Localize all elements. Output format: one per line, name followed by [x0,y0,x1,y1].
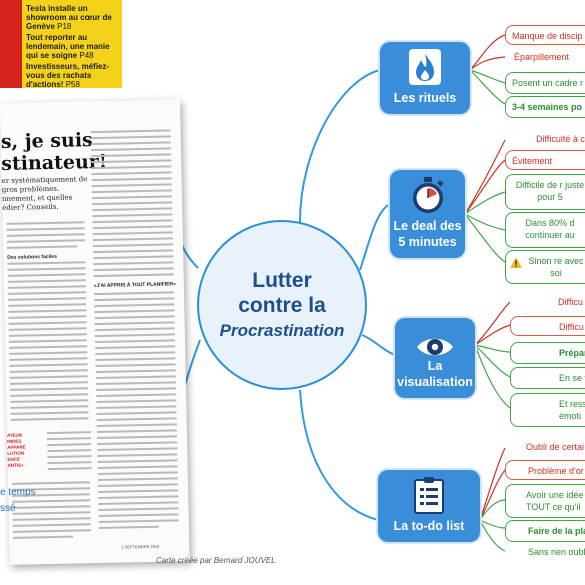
leaf-todo-4: Faire de la pla [505,520,585,542]
central-topic-line3: Procrastination [219,320,345,340]
left-fragment-2: ssé [0,503,16,514]
topic-visualisation-label: La visualisation [397,359,473,389]
leaf-todo-2: Problème d'or [505,460,585,480]
checklist-icon [414,477,444,514]
topic-visualisation[interactable]: La visualisation [395,318,475,398]
central-topic: Lutter contre la Procrastination [197,220,367,390]
branch-todo [299,389,379,521]
magazine-red-band [0,0,22,88]
magazine-teaser-2: Tout reporter au lendemain, une manie qu… [26,33,110,60]
warning-icon [510,257,522,268]
leaf-rituels-4: 3-4 semaines po [505,96,585,118]
article-red-pullquote: ATEUR MIDES APPARÉ LUTION ENCE ANTIS» [6,432,26,468]
central-topic-line1: Lutter [252,268,312,292]
leaf-visu-4: En se v [510,367,585,389]
leaf-todo-1: Oubli de certai [526,442,585,452]
topic-todo-label: La to-do list [393,519,465,533]
leaf-rituels-1: Manque de discip [505,25,585,45]
branch-rituels [299,69,381,223]
branch-visu [361,334,396,356]
leaf-deal-1: Difficulté à c [536,134,585,144]
leaf-deal-3: Difficile de r juste pour 5 [505,174,585,210]
leaf-visu-5: Et ress émoti [510,393,585,427]
leaf-todo-3: Avoir une idée TOUT ce qu'il [505,484,585,518]
topic-deal-5-minutes[interactable]: Le deal des 5 minutes [390,170,465,258]
article-callout: «J'AI APPRIS À TOUT PLANIFIER» [93,281,176,290]
flame-icon [409,49,441,85]
branch-deal [359,204,389,271]
topic-deal-label: Le deal des 5 minutes [393,219,462,249]
left-fragment-1: e temps [0,487,36,498]
leaf-rituels-2: Éparpillement [514,52,570,62]
magazine-cover-strip: Tesla installe un showroom au cœur de Ge… [0,0,122,88]
stopwatch-icon [412,177,444,213]
article-date: 2 SEPTEMBRE 2016 [121,543,160,550]
leaf-rituels-3: Posent un cadre r [505,72,585,94]
leaf-visu-2: Difficu [510,316,585,336]
topic-todo-list[interactable]: La to-do list [378,470,480,542]
topic-rituels[interactable]: Les rituels [380,42,470,114]
leaf-visu-1: Difficu [558,297,583,307]
topic-rituels-label: Les rituels [393,91,457,105]
leaf-todo-5: Sans rien oubl [528,547,585,557]
eye-icon [417,338,453,356]
leaf-deal-2: Évitement [505,150,585,170]
central-topic-line2: contre la [238,293,326,317]
leaf-deal-5: Sinon re avec soi [505,250,585,284]
leaf-visu-3: Prépar [510,342,585,364]
leaf-deal-4: Dans 80% d continuer au [505,212,585,248]
article-lead: er systématiquement de gros problèmes. n… [1,175,88,212]
map-credit: Carte créée par Bernard JOUVEL [156,556,276,565]
magazine-teaser-3: Investisseurs, méfiez-vous des rachats d… [26,62,110,88]
magazine-teaser-1: Tesla installe un showroom au cœur de Ge… [26,4,112,31]
article-subhead: Des solutions faciles [7,253,58,261]
